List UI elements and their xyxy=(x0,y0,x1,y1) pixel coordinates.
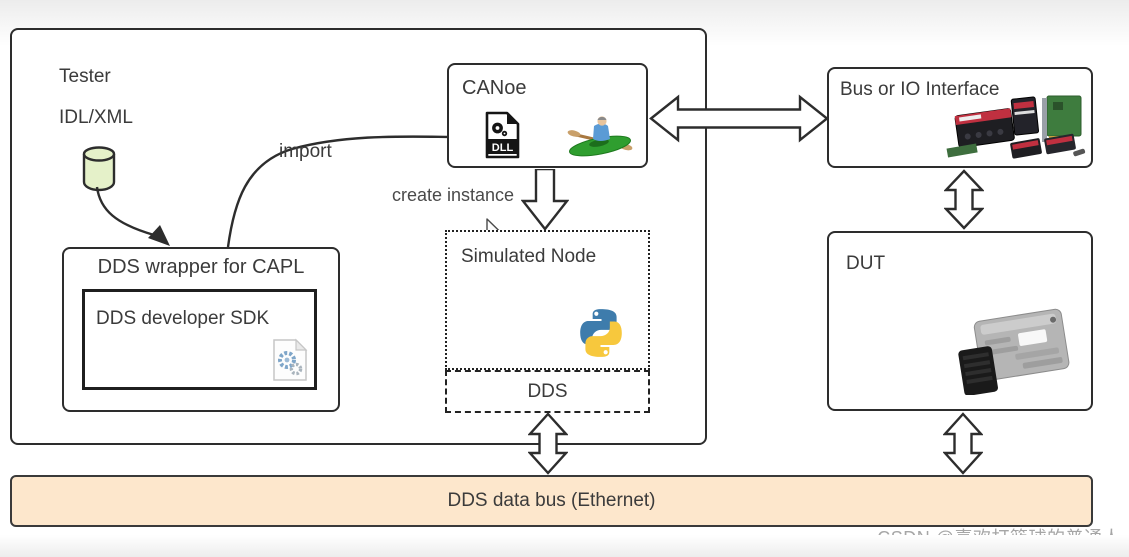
canoe-title: CANoe xyxy=(462,77,527,99)
idl-database-cylinder-icon xyxy=(80,144,118,192)
dds-layer-label: DDS xyxy=(527,380,568,402)
dll-badge-text: DLL xyxy=(492,142,514,154)
dut-title: DUT xyxy=(846,253,886,274)
dds-developer-sdk-label: DDS developer SDK xyxy=(96,308,270,329)
python-logo-icon xyxy=(575,305,627,361)
ecu-image xyxy=(950,300,1080,395)
interface-hardware-image xyxy=(945,92,1090,164)
dds-busbar-arrow xyxy=(528,412,568,475)
create-instance-arrow xyxy=(521,169,569,231)
dds-developer-sdk-box: DDS developer SDK xyxy=(82,289,317,390)
simulated-node-title: Simulated Node xyxy=(461,246,597,267)
dds-data-bus-label: DDS data bus (Ethernet) xyxy=(447,490,656,511)
dds-data-bus-bar: DDS data bus (Ethernet) xyxy=(10,475,1093,527)
dds-wrapper-title: DDS wrapper for CAPL xyxy=(97,256,305,278)
create-instance-label: create instance xyxy=(392,185,515,205)
dut-busbar-arrow xyxy=(943,412,983,475)
dds-wrapper-box: DDS wrapper for CAPL DDS developer SDK xyxy=(62,247,340,412)
dds-layer-box: DDS xyxy=(445,370,650,413)
idl-xml-label: IDL/XML xyxy=(59,107,133,128)
csdn-watermark: CSDN @喜欢打篮球的普通人 xyxy=(877,528,1121,548)
idl-to-wrapper-arrow xyxy=(60,180,200,252)
canoe-businterface-arrow xyxy=(649,94,829,143)
simulated-node-box: Simulated Node xyxy=(445,230,650,370)
tester-label: Tester xyxy=(59,66,111,87)
import-label: import xyxy=(279,141,332,162)
kayak-icon xyxy=(566,112,634,162)
businterface-dut-arrow xyxy=(944,169,984,230)
sdk-gear-file-icon xyxy=(272,338,308,382)
dll-file-icon: DLL xyxy=(483,110,521,160)
bus-io-interface-title: Bus or IO Interface xyxy=(840,79,1000,100)
